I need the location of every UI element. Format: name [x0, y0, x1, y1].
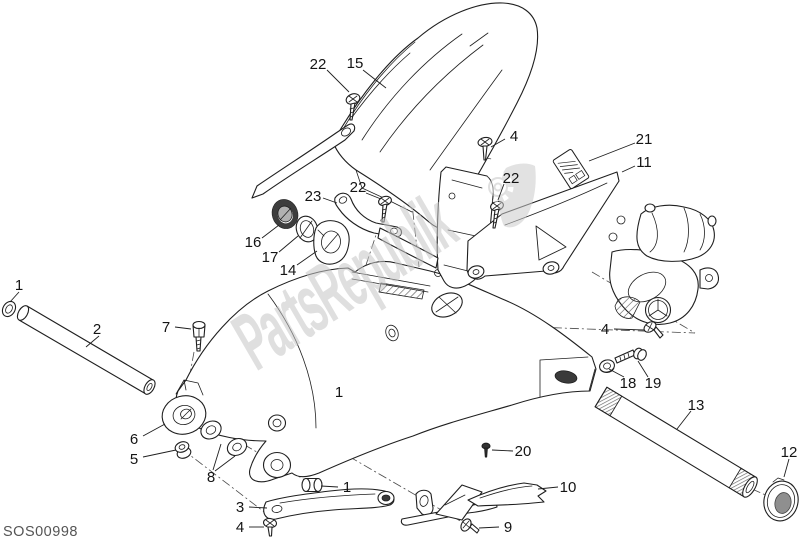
brake-caliper-drawing	[608, 203, 720, 325]
callout-1: 1	[15, 277, 23, 294]
callout-10: 10	[560, 479, 577, 496]
callout-8: 8	[207, 469, 215, 486]
screw-4-top-drawing	[477, 136, 493, 161]
screw-4-bottom-drawing	[262, 517, 278, 537]
callout-17: 17	[262, 249, 279, 266]
callout-5: 5	[130, 451, 138, 468]
watermark-gear-icon	[482, 171, 514, 203]
callout-22: 22	[310, 56, 327, 73]
callout-4: 4	[236, 519, 244, 536]
callout-11: 11	[636, 154, 652, 171]
callout-22: 22	[503, 170, 520, 187]
callout-13: 13	[688, 397, 705, 414]
chain-guard-drawing	[431, 171, 620, 318]
pivot-rod-drawing	[16, 305, 156, 395]
swingarm-drawing	[175, 260, 597, 483]
callout-16: 16	[245, 234, 262, 251]
bushing-drawing	[301, 477, 323, 493]
washers-drawing	[200, 420, 248, 457]
callout-21: 21	[636, 131, 653, 148]
bracket-strap-drawing	[334, 192, 403, 238]
wheel-axle-drawing	[594, 386, 758, 498]
callout-1: 1	[343, 479, 351, 496]
callout-9: 9	[504, 519, 512, 536]
chain-slider-drawing	[400, 482, 547, 526]
callout-14: 14	[280, 262, 297, 279]
callout-4: 4	[601, 321, 609, 338]
callout-6: 6	[130, 431, 138, 448]
screw-20-drawing	[481, 442, 491, 458]
callout-7: 7	[162, 319, 170, 336]
callout-20: 20	[515, 443, 532, 460]
bearing-drawing	[271, 199, 299, 229]
callout-15: 15	[347, 55, 364, 72]
callout-2: 2	[93, 321, 101, 338]
pivot-nut-drawing	[174, 441, 192, 459]
callout-4: 4	[510, 128, 518, 145]
callout-22: 22	[350, 179, 367, 196]
end-cap-drawing	[1, 300, 17, 318]
screw-4-caliper-drawing	[643, 321, 664, 339]
adjuster-bolt-drawing	[614, 347, 647, 364]
screw-9-drawing	[460, 518, 480, 534]
screw-22-mid-drawing	[378, 195, 392, 223]
screw-22-top-drawing	[345, 93, 361, 121]
stay-arm-drawing	[263, 488, 395, 520]
callout-12: 12	[781, 444, 798, 461]
callout-1: 1	[335, 384, 343, 401]
callout-3: 3	[236, 499, 244, 516]
rear-fender-drawing	[332, 2, 539, 230]
pivot-boss-drawing	[161, 395, 207, 435]
sticker-label-drawing	[552, 149, 590, 189]
callout-19: 19	[645, 375, 662, 392]
fender-front-strip-drawing	[251, 123, 356, 199]
figure-code: SOS00998	[3, 524, 78, 539]
clamp-bolt-drawing	[192, 320, 206, 352]
callout-23: 23	[305, 188, 322, 205]
callout-18: 18	[620, 375, 637, 392]
axle-nut-drawing	[763, 477, 799, 522]
adjuster-nut-drawing	[599, 359, 615, 374]
eccentric-hub-drawing	[313, 220, 350, 265]
leader-lines	[9, 69, 790, 529]
